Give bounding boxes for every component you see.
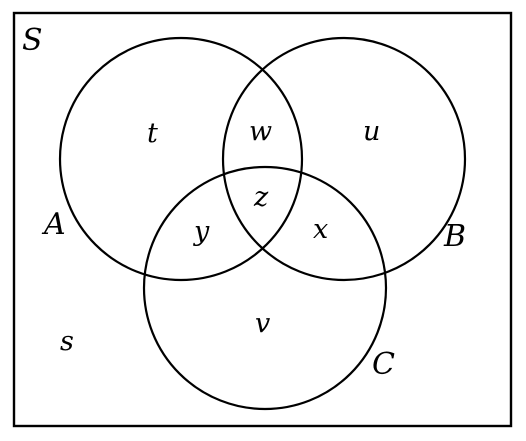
region-only-b-label: u — [363, 116, 380, 147]
region-a-and-b-label: w — [249, 116, 272, 147]
universal-set-box — [12, 11, 513, 428]
set-c-circle — [142, 165, 388, 411]
universe-label: S — [22, 23, 43, 58]
set-b-label: B — [443, 219, 466, 254]
region-only-c-label: v — [255, 308, 270, 339]
set-a-label: A — [41, 207, 66, 242]
set-b-circle — [221, 36, 467, 282]
region-a-b-c-label: z — [253, 182, 269, 213]
region-b-and-c-label: x — [313, 214, 328, 245]
set-a-circle — [58, 36, 304, 282]
region-outside-label: s — [60, 326, 74, 357]
set-c-label: C — [372, 347, 395, 382]
region-a-and-c-label: y — [193, 216, 210, 247]
region-only-a-label: t — [147, 118, 158, 149]
